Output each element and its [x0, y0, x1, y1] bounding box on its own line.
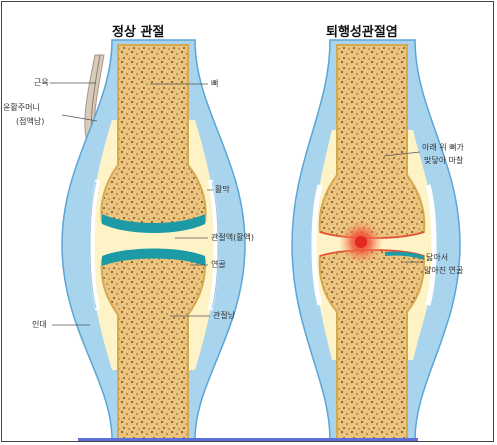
- bottom-accent-line: [78, 438, 418, 441]
- degenerative-joint: [292, 40, 460, 440]
- label-bone-contact-line2: 맞닿아 마찰: [424, 156, 463, 166]
- label-bone: 뼈: [211, 79, 218, 89]
- label-cartilage: 연골: [211, 260, 226, 270]
- label-worn-cartilage-line1: 닳아서: [426, 253, 448, 263]
- label-bone-contact-line1: 아래 위 뼈가: [422, 143, 464, 153]
- label-worn-cartilage-line2: 얇아진 연골: [424, 266, 463, 276]
- label-bursa-line1: 윤활주머니: [3, 103, 40, 113]
- label-synovium: 활막: [215, 185, 230, 195]
- label-joint-capsule: 관절낭: [213, 311, 235, 321]
- label-ligament: 인대: [32, 320, 47, 330]
- title-degenerative-arthritis: 퇴행성관절염: [326, 21, 398, 40]
- label-muscle: 근육: [34, 78, 49, 88]
- label-synovial-fluid: 관절액(활액): [211, 233, 254, 243]
- title-normal-joint: 정상 관절: [112, 21, 164, 40]
- label-bursa-line2: (점액낭): [16, 117, 44, 127]
